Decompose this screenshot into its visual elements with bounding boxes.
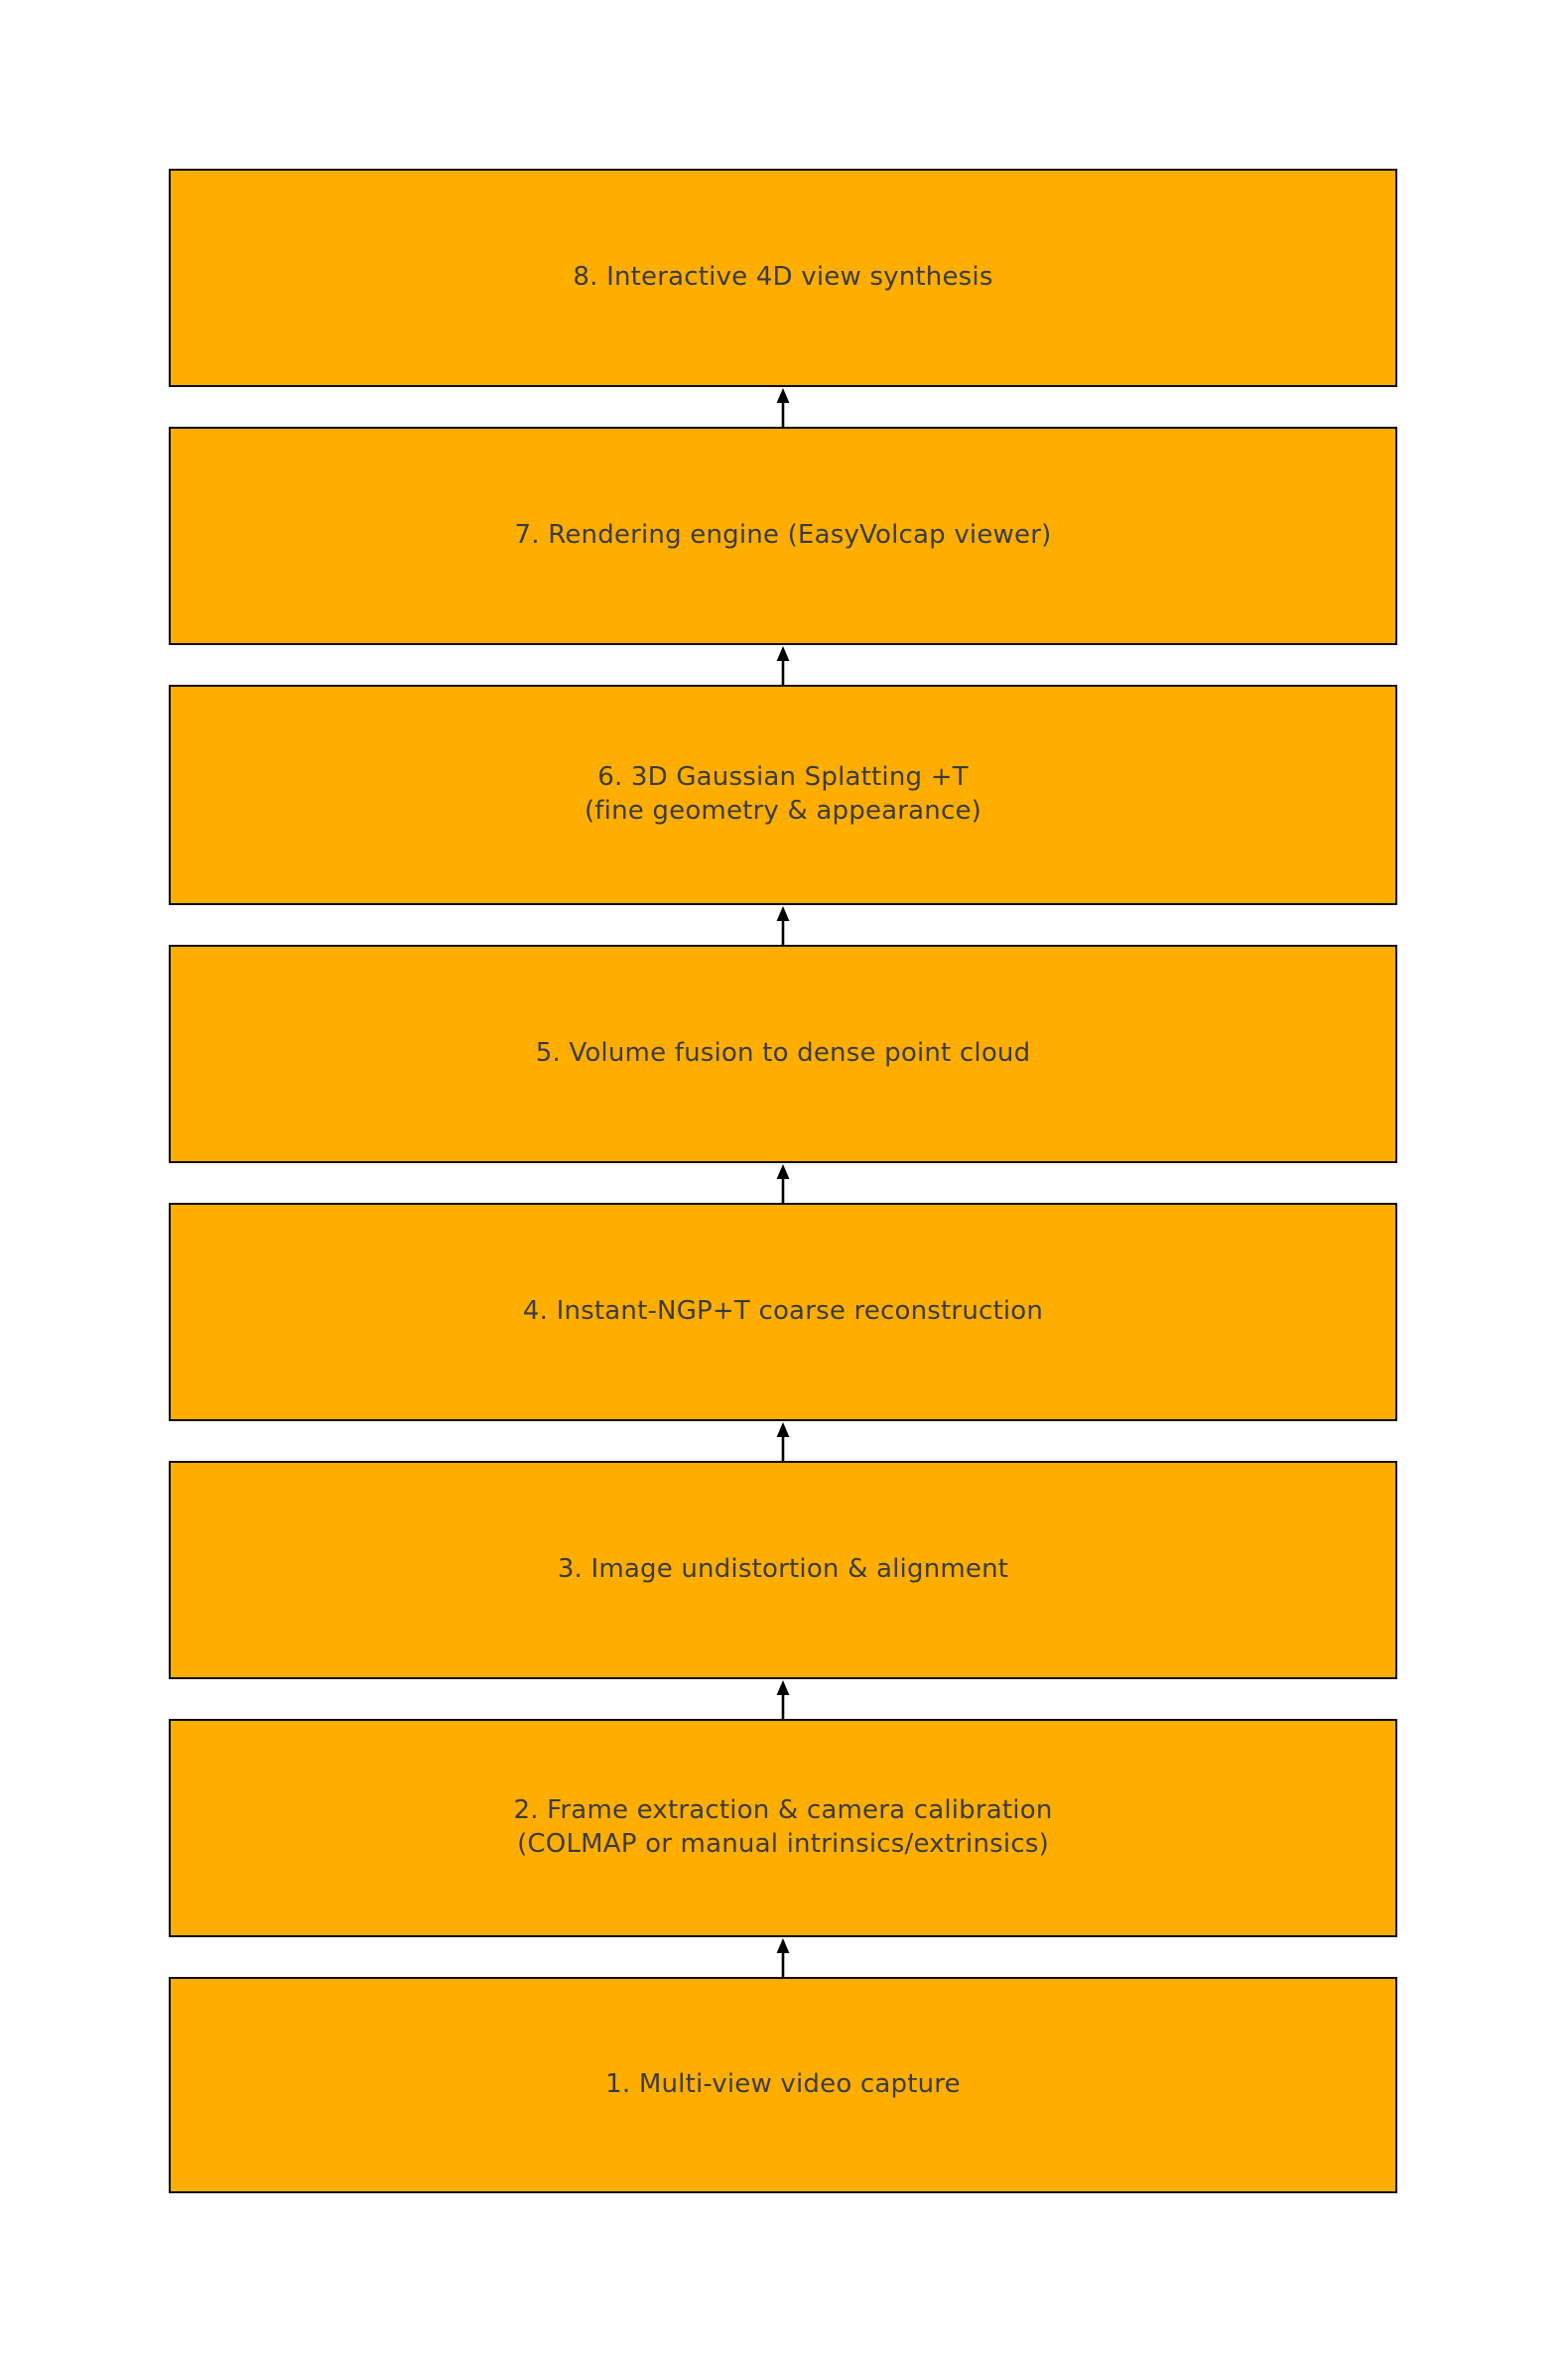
flow-arrow-step-5-to-step-6	[169, 905, 1397, 945]
flow-node-step-5-label: 5. Volume fusion to dense point cloud	[535, 1038, 1031, 1069]
flow-arrow-step-7-to-step-8	[169, 387, 1397, 427]
flow-arrow-step-3-to-step-4	[169, 1421, 1397, 1461]
flowchart-node-stack: 8. Interactive 4D view synthesis 7. Rend…	[169, 169, 1397, 2193]
flow-node-step-1-label: 1. Multi-view video capture	[605, 2069, 961, 2100]
flow-node-step-5[interactable]: 5. Volume fusion to dense point cloud	[169, 945, 1397, 1163]
flow-node-step-3[interactable]: 3. Image undistortion & alignment	[169, 1461, 1397, 1679]
flow-node-step-2-label: 2. Frame extraction & camera calibration…	[513, 1795, 1053, 1859]
flow-node-step-6-label: 6. 3D Gaussian Splatting +T (fine geomet…	[584, 762, 982, 826]
flow-arrow-step-4-to-step-5	[169, 1163, 1397, 1203]
flow-arrow-step-6-to-step-7	[169, 645, 1397, 685]
flow-node-step-2[interactable]: 2. Frame extraction & camera calibration…	[169, 1719, 1397, 1937]
flow-node-step-8-label: 8. Interactive 4D view synthesis	[573, 262, 993, 293]
flow-arrow-step-1-to-step-2	[169, 1937, 1397, 1977]
flow-node-step-3-label: 3. Image undistortion & alignment	[557, 1554, 1009, 1585]
flow-node-step-8[interactable]: 8. Interactive 4D view synthesis	[169, 169, 1397, 387]
flow-node-step-6[interactable]: 6. 3D Gaussian Splatting +T (fine geomet…	[169, 685, 1397, 905]
flow-arrow-step-2-to-step-3	[169, 1679, 1397, 1719]
flow-node-step-4[interactable]: 4. Instant-NGP+T coarse reconstruction	[169, 1203, 1397, 1421]
flow-node-step-4-label: 4. Instant-NGP+T coarse reconstruction	[522, 1296, 1044, 1327]
flow-node-step-1[interactable]: 1. Multi-view video capture	[169, 1977, 1397, 2193]
flow-node-step-7[interactable]: 7. Rendering engine (EasyVolcap viewer)	[169, 427, 1397, 645]
flow-node-step-7-label: 7. Rendering engine (EasyVolcap viewer)	[514, 520, 1052, 551]
